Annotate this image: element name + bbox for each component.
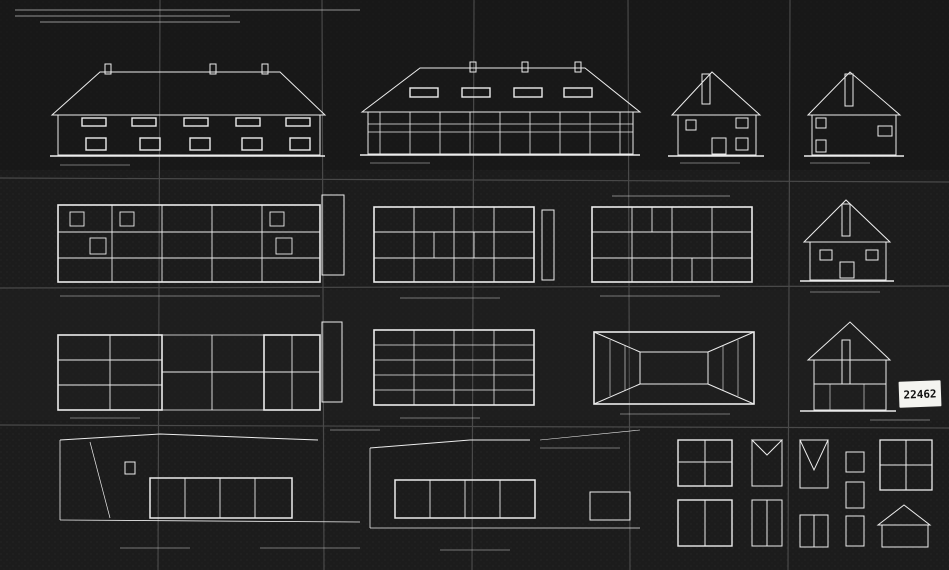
ground-floor-plan-left <box>57 194 345 283</box>
side-elevation-2 <box>804 71 904 157</box>
door-details <box>845 439 933 548</box>
front-elevation-left <box>50 63 327 157</box>
roof-plan <box>593 331 755 405</box>
site-plan-center <box>369 429 641 529</box>
drawing-annotations <box>60 162 930 551</box>
upper-floor-plan-left <box>57 321 343 411</box>
side-elevation-1 <box>668 71 764 157</box>
end-elevation-small <box>800 199 894 282</box>
attic-plan-center <box>373 329 535 406</box>
ground-floor-plan-center <box>373 206 555 283</box>
archive-number-tag: 22462 <box>897 379 943 409</box>
first-floor-plan-right <box>591 195 753 283</box>
front-elevation-center <box>360 61 642 156</box>
window-details <box>677 439 829 548</box>
building-section <box>800 321 896 412</box>
site-plan-left <box>59 433 361 523</box>
title-block <box>15 9 360 23</box>
